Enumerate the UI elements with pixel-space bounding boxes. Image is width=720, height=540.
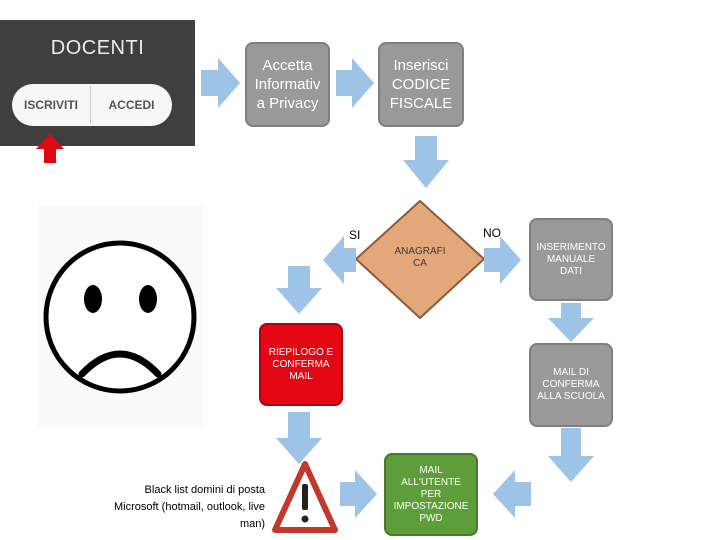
docenti-title: DOCENTI <box>50 37 145 59</box>
mail-conferma-scuola-box: MAIL DI CONFERMA ALLA SCUOLA <box>529 343 613 427</box>
no-label: NO <box>483 226 501 240</box>
arrow-left-si <box>323 236 356 284</box>
arrow-down-riepilogo <box>276 266 322 314</box>
accetta-privacy-box: Accetta Informativ a Privacy <box>245 42 330 127</box>
arrow-down-2 <box>548 303 594 342</box>
red-up-arrow-icon <box>36 134 64 163</box>
inserisci-cf-box: Inserisci CODICE FISCALE <box>378 42 464 127</box>
arrow-right-mail-utente <box>340 470 377 518</box>
button-divider <box>90 86 91 124</box>
arrow-down-1 <box>403 136 449 188</box>
arrow-down-warning <box>276 412 322 464</box>
anagrafica-diamond <box>354 199 486 320</box>
arrow-right-no <box>484 236 521 284</box>
arrow-down-3 <box>548 428 594 482</box>
sad-face-icon <box>38 205 203 428</box>
arrow-right-1 <box>201 58 240 108</box>
anagrafica-label: ANAGRAFI CA <box>394 246 446 269</box>
arrow-right-2 <box>336 58 374 108</box>
iscriviti-button[interactable]: ISCRIVITI <box>23 98 78 112</box>
riepilogo-box: RIEPILOGO E CONFERMA MAIL <box>259 323 343 406</box>
blacklist-note: Black list domini di posta Microsoft (ho… <box>114 484 265 530</box>
inserimento-manuale-box: INSERIMENTO MANUALE DATI <box>529 218 613 301</box>
accedi-button[interactable]: ACCEDI <box>108 98 155 112</box>
mail-utente-box: MAIL ALL'UTENTE PER IMPOSTAZIONE PWD <box>384 453 478 536</box>
warning-triangle-icon <box>272 461 338 533</box>
si-label: SI <box>349 228 361 242</box>
docenti-button-group <box>12 84 172 126</box>
arrow-left-mail-utente <box>493 470 531 518</box>
